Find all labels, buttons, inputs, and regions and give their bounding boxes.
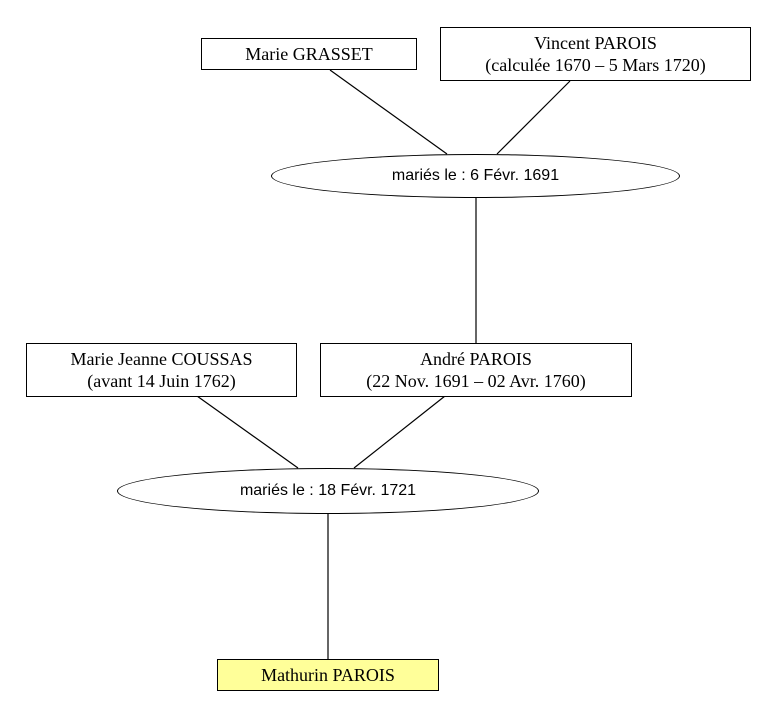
link-marie-grasset-to-marriage-1691 [329,69,448,155]
person-name: Marie Jeanne COUSSAS [70,349,253,369]
marriage-label: mariés le : 18 Févr. 1721 [239,482,417,499]
link-andre-parois-to-marriage-1721 [353,395,446,469]
person-dates: (calculée 1670 – 5 Mars 1720) [485,55,706,75]
person-box-marie-grasset[interactable]: Marie GRASSET [201,38,417,70]
person-dates: (22 Nov. 1691 – 02 Avr. 1760) [366,371,586,391]
person-box-marie-jeanne-coussas[interactable]: Marie Jeanne COUSSAS (avant 14 Juin 1762… [26,343,297,397]
marriage-label: mariés le : 6 Févr. 1691 [391,167,560,184]
link-marie-jeanne-coussas-to-marriage-1721 [196,395,299,469]
person-box-mathurin-parois[interactable]: Mathurin PAROIS [217,659,439,691]
marriage-node-1721[interactable]: mariés le : 18 Févr. 1721 [117,468,539,514]
link-vincent-parois-to-marriage-1691 [496,80,571,155]
person-box-andre-parois[interactable]: André PAROIS (22 Nov. 1691 – 02 Avr. 176… [320,343,632,397]
person-name: Marie GRASSET [245,44,373,64]
marriage-node-1691[interactable]: mariés le : 6 Févr. 1691 [271,154,680,198]
person-name: Mathurin PAROIS [261,665,395,685]
person-name: André PAROIS [420,349,532,369]
person-box-vincent-parois[interactable]: Vincent PAROIS (calculée 1670 – 5 Mars 1… [440,27,751,81]
person-dates: (avant 14 Juin 1762) [87,371,236,391]
person-name: Vincent PAROIS [534,33,657,53]
